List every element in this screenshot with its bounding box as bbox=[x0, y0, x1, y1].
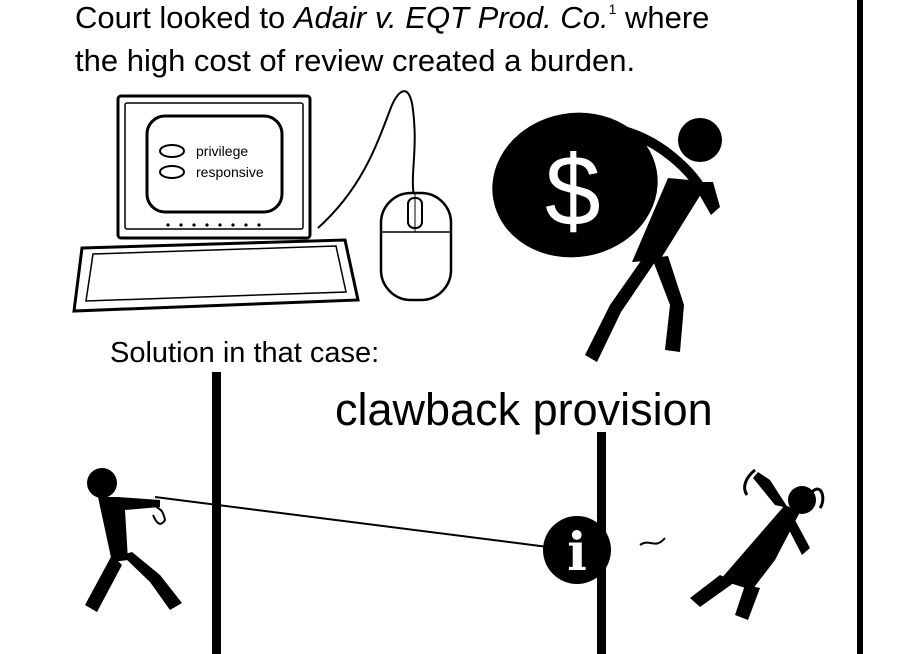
dollar-sign-icon: $ bbox=[545, 135, 601, 247]
mouse-cable bbox=[317, 90, 416, 229]
clawback-label: clawback provision bbox=[335, 384, 713, 435]
caption-suffix: where bbox=[616, 0, 710, 35]
case-name: Adair v. EQT Prod. Co. bbox=[293, 0, 609, 35]
monitor-dots bbox=[166, 223, 261, 227]
caption-prefix: Court looked to bbox=[75, 0, 294, 35]
man-with-money-bag: $ bbox=[492, 112, 722, 362]
solution-label: Solution in that case: bbox=[110, 337, 380, 369]
pulling-figure bbox=[85, 468, 182, 612]
radio-option-responsive bbox=[159, 165, 185, 179]
screen bbox=[145, 114, 284, 214]
caption-line-1: Court looked to Adair v. EQT Prod. Co.1 … bbox=[75, 0, 709, 36]
screen-option-responsive: responsive bbox=[196, 164, 264, 180]
caption-line-2: the high cost of review created a burden… bbox=[75, 43, 636, 78]
money-bag bbox=[492, 112, 658, 258]
info-icon: i bbox=[567, 522, 587, 583]
leg-right bbox=[652, 256, 684, 352]
falling-figure bbox=[690, 468, 825, 620]
radio-option-privilege bbox=[159, 144, 185, 158]
info-sign: i bbox=[543, 516, 611, 584]
rope bbox=[154, 496, 549, 548]
head bbox=[678, 118, 722, 162]
left-post bbox=[212, 372, 221, 654]
leg-left bbox=[585, 255, 655, 362]
panel-border bbox=[857, 0, 863, 654]
footnote-marker: 1 bbox=[608, 1, 617, 17]
screen-option-privilege: privilege bbox=[196, 143, 248, 159]
computer-illustration: privilege responsive bbox=[72, 90, 453, 313]
mouse bbox=[379, 191, 453, 302]
keyboard bbox=[72, 238, 360, 313]
